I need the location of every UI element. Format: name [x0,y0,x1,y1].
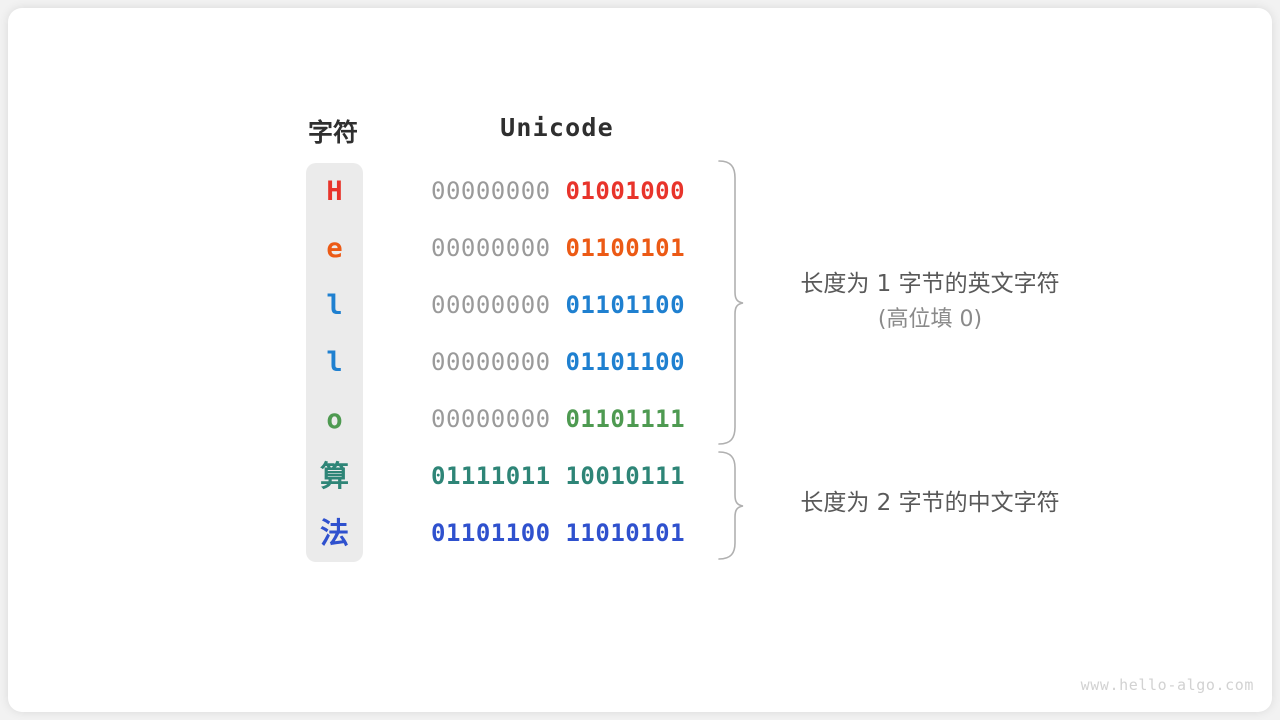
row-high-byte: 00000000 [431,291,551,319]
row-character: e [326,233,343,264]
row-unicode-bytes: 00000000 01101100 [431,334,691,391]
watermark: www.hello-algo.com [1080,676,1254,694]
table-row: 算 01111011 10010111 [306,448,706,505]
row-low-byte: 01101111 [565,405,686,433]
row-character: l [326,290,343,321]
row-high-byte: 00000000 [431,177,551,205]
row-unicode-bytes: 01111011 10010111 [431,448,691,505]
row-character: 算 [319,459,349,493]
row-character: 法 [319,516,349,550]
annotation-one-byte: 长度为 1 字节的英文字符 (高位填 0) [760,266,1100,338]
row-unicode-bytes: 00000000 01101111 [431,391,691,448]
annotation-two-byte: 长度为 2 字节的中文字符 [760,485,1100,521]
row-character: o [326,404,343,435]
row-character: l [326,347,343,378]
table-row: l 00000000 01101100 [306,334,706,391]
figure-card [8,8,1272,712]
table-row: H 00000000 01001000 [306,163,706,220]
row-low-byte: 10010111 [565,462,686,490]
table-row: l 00000000 01101100 [306,277,706,334]
annotation-two-byte-line1: 长度为 2 字节的中文字符 [800,490,1060,516]
row-unicode-bytes: 00000000 01101100 [431,277,691,334]
column-header-character: 字符 [307,118,358,147]
row-high-byte: 00000000 [431,405,551,433]
row-unicode-bytes: 01101100 11010101 [431,505,691,562]
character-column-panel [306,163,363,562]
row-high-byte: 00000000 [431,348,551,376]
table-row: o 00000000 01101111 [306,391,706,448]
row-low-byte: 01101100 [565,291,686,319]
unicode-table: H 00000000 01001000 e 00000000 01100101 l 00000… [306,163,706,562]
annotation-one-byte-line1: 长度为 1 字节的英文字符 [800,271,1060,297]
row-low-byte: 01101100 [565,348,686,376]
row-high-byte: 01111011 [431,462,551,490]
row-high-byte: 00000000 [431,234,551,262]
row-character: H [326,176,343,207]
table-row: e 00000000 01100101 [306,220,706,277]
row-low-byte: 01100101 [565,234,686,262]
row-unicode-bytes: 00000000 01001000 [431,163,691,220]
row-high-byte: 01101100 [431,519,551,547]
table-row: 法 01101100 11010101 [306,505,706,562]
row-low-byte: 11010101 [565,519,686,547]
row-unicode-bytes: 00000000 01100101 [431,220,691,277]
row-low-byte: 01001000 [565,177,686,205]
annotation-one-byte-line2: (高位填 0) [877,307,983,332]
column-header-unicode: Unicode [500,113,614,142]
